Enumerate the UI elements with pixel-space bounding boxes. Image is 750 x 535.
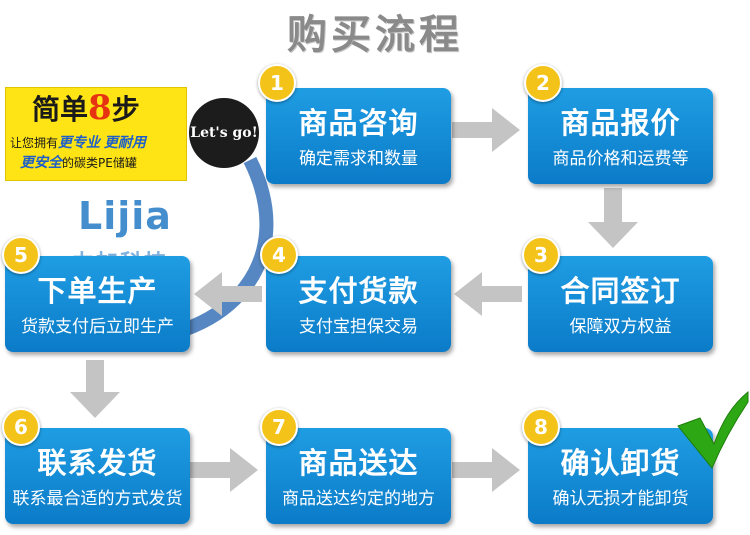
banner-line2-b: 的碳类PE储罐 [62, 156, 137, 170]
banner: 简单8步 让您拥有更专业 更耐用 更安全的碳类PE储罐 [5, 87, 187, 181]
step-2-title: 商品报价 [560, 106, 681, 140]
banner-line1-a: 让您拥有 [10, 136, 59, 150]
step-4-title: 支付货款 [298, 274, 419, 308]
step-2-badge: 2 [524, 64, 562, 102]
step-1-badge: 1 [258, 64, 296, 102]
arrow-4-5 [194, 272, 262, 316]
arrow-2-3 [588, 188, 638, 248]
banner-headline-num: 8 [88, 88, 112, 128]
step-7-box: 商品送达 商品送达约定的地方 [266, 428, 451, 524]
arrow-5-6 [70, 360, 120, 418]
step-4-badge: 4 [260, 236, 298, 274]
banner-line2-hl: 更安全 [20, 155, 62, 171]
banner-line2: 更安全的碳类PE储罐 [20, 152, 137, 172]
step-5-badge: 5 [2, 236, 40, 274]
banner-headline: 简单8步 [32, 88, 140, 128]
step-6-box: 联系发货 联系最合适的方式发货 [5, 428, 190, 524]
step-3-sub: 保障双方权益 [569, 317, 672, 337]
page-title: 购买流程 [287, 12, 463, 58]
step-1-sub: 确定需求和数量 [299, 149, 418, 169]
logo-text: Lijia [78, 194, 172, 238]
step-2-box: 商品报价 商品价格和运费等 [528, 88, 713, 184]
step-8-title: 确认卸货 [560, 446, 681, 480]
banner-line1-hl2: 更耐用 [103, 135, 146, 151]
arrow-3-4 [454, 272, 522, 316]
step-4-box: 支付货款 支付宝担保交易 [266, 256, 451, 352]
step-2-sub: 商品价格和运费等 [552, 149, 689, 169]
step-8-sub: 确认无损才能卸货 [552, 489, 689, 509]
banner-headline-a: 简单 [32, 93, 89, 126]
banner-line1: 让您拥有更专业 更耐用 [10, 132, 146, 152]
arrow-7-8 [452, 448, 520, 492]
arrow-6-7 [190, 448, 258, 492]
step-3-title: 合同签订 [560, 274, 681, 308]
step-7-sub: 商品送达约定的地方 [282, 489, 435, 509]
step-7-badge: 7 [260, 408, 298, 446]
step-3-badge: 3 [522, 236, 560, 274]
letsgo-badge: Let's go! [189, 98, 259, 168]
step-5-title: 下单生产 [37, 274, 158, 308]
step-5-sub: 货款支付后立即生产 [21, 317, 174, 337]
step-4-sub: 支付宝担保交易 [299, 317, 418, 337]
step-1-box: 商品咨询 确定需求和数量 [266, 88, 451, 184]
step-6-title: 联系发货 [37, 446, 158, 480]
step-3-box: 合同签订 保障双方权益 [528, 256, 713, 352]
step-8-box: 确认卸货 确认无损才能卸货 [528, 428, 713, 524]
step-5-box: 下单生产 货款支付后立即生产 [5, 256, 190, 352]
arrow-1-2 [452, 108, 520, 152]
step-1-title: 商品咨询 [298, 106, 419, 140]
step-8-badge: 8 [522, 408, 560, 446]
banner-headline-b: 步 [111, 93, 140, 126]
banner-line1-hl1: 更专业 [58, 135, 101, 151]
step-7-title: 商品送达 [298, 446, 419, 480]
step-6-badge: 6 [2, 408, 40, 446]
step-6-sub: 联系最合适的方式发货 [12, 489, 183, 509]
